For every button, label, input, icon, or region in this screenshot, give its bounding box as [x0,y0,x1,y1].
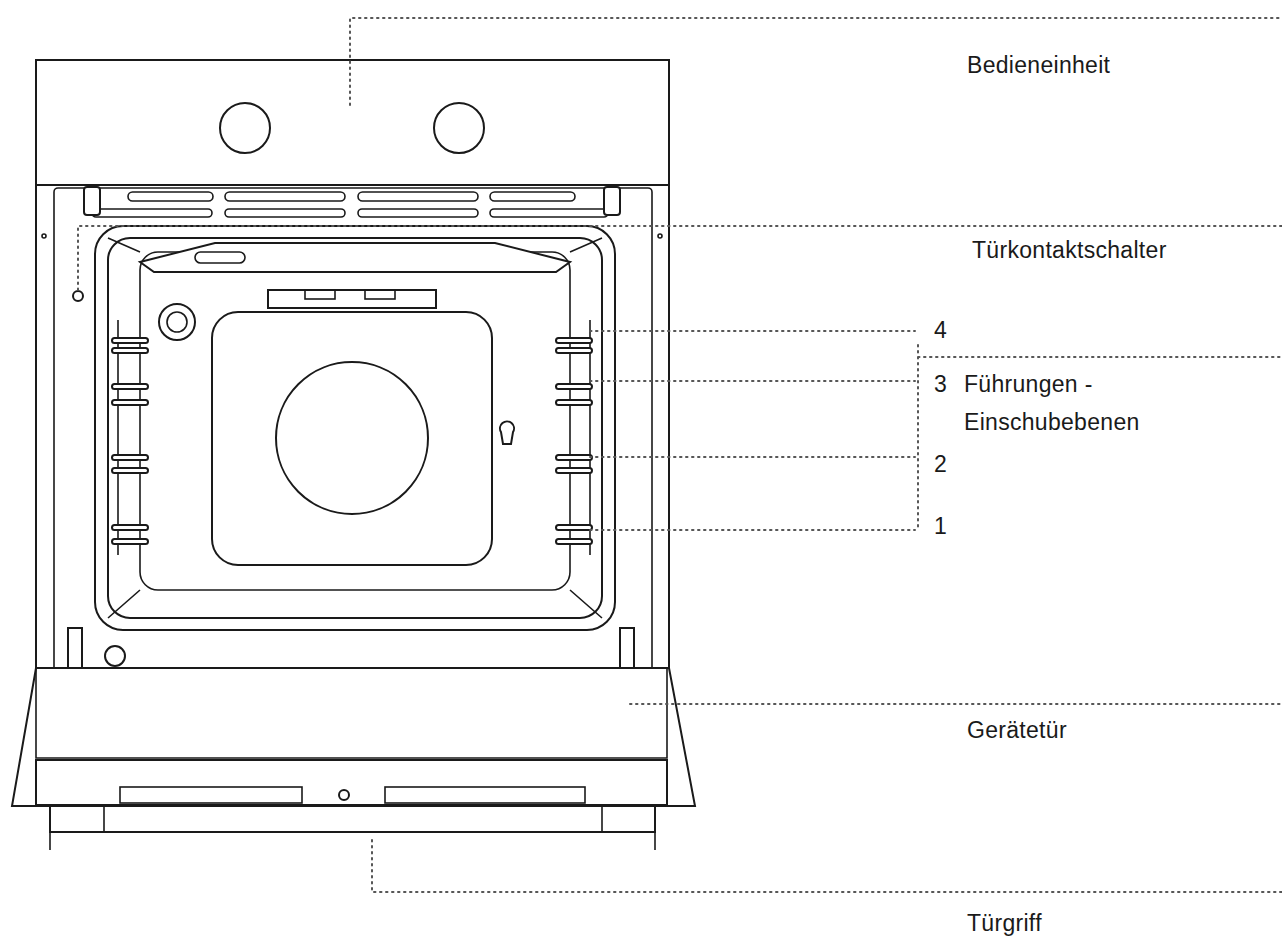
rack-rail [118,320,590,555]
knob [434,103,484,153]
heating-element [140,243,570,272]
door-switch [73,291,83,301]
hinge [84,187,100,215]
bracket [365,290,395,299]
rack-guide [556,468,592,473]
rack-guide [556,539,592,544]
rack-guide [112,455,148,460]
part-label: Türgriff [967,904,1267,942]
rack-guide [556,400,592,405]
door [12,668,695,806]
door-handle [50,806,655,832]
bracket [268,290,436,308]
door-front [36,760,667,805]
rack-guide [112,400,148,405]
heating-element [195,252,245,263]
leader-line [630,703,1282,705]
cavity-edge [108,238,602,618]
control-panel [36,60,669,185]
vent-slot [128,192,213,201]
callout-number: 3 [934,365,964,403]
door-screw [339,790,349,800]
callout-number: 1 [934,507,964,545]
rack-guide [556,455,592,460]
rack-guide [112,338,148,343]
vent-slot [490,209,608,217]
callout-number: 2 [934,445,964,483]
fan-cover [276,362,428,514]
leader-line [590,529,915,531]
part-label: Gerätetür [967,711,1267,749]
hinge [604,187,620,215]
rack-guide [112,539,148,544]
rack-guide [112,384,148,389]
rack-guide [112,525,148,530]
knob [220,103,270,153]
door-inner [36,668,667,758]
hinge-pin [105,646,125,666]
door-slot [385,787,585,803]
cavity-inner [108,238,602,618]
leader-line [78,226,1282,290]
rack-guide [112,468,148,473]
callout-number: 4 [934,311,964,349]
rack-guide [112,348,148,353]
rack-guides [112,338,592,544]
rack-guide [556,338,592,343]
part-label: Türkontaktschalter [972,231,1272,269]
vent-slot [490,192,575,201]
vent-slot [358,192,478,201]
rack-guide [556,384,592,389]
oven-lamp [159,304,195,340]
front-frame [54,188,652,678]
bracket [305,290,335,299]
vent-slot [225,209,345,217]
cavity-outer [95,226,615,630]
bracket-line [918,345,1282,528]
handle-mount [50,806,655,850]
part-label: Bedieneinheit [967,46,1267,84]
leader-line [590,456,915,458]
vent-slot [225,192,345,201]
screw [42,234,46,238]
back-panel [212,312,492,565]
leader-line [350,18,1282,105]
leader-line [372,840,1282,892]
door-slot [120,787,302,803]
vent-slot [358,209,478,217]
screw [658,234,662,238]
rack-guide [556,348,592,353]
oven-body [36,185,669,680]
cavity-back [140,252,570,590]
oven-lamp [167,312,187,332]
vent-slot [92,209,212,217]
part-label: Führungen - Einschubebenen [964,365,1239,441]
hook [500,421,514,444]
leader-line [590,330,915,332]
rack-guide [556,525,592,530]
leader-line [590,380,915,382]
